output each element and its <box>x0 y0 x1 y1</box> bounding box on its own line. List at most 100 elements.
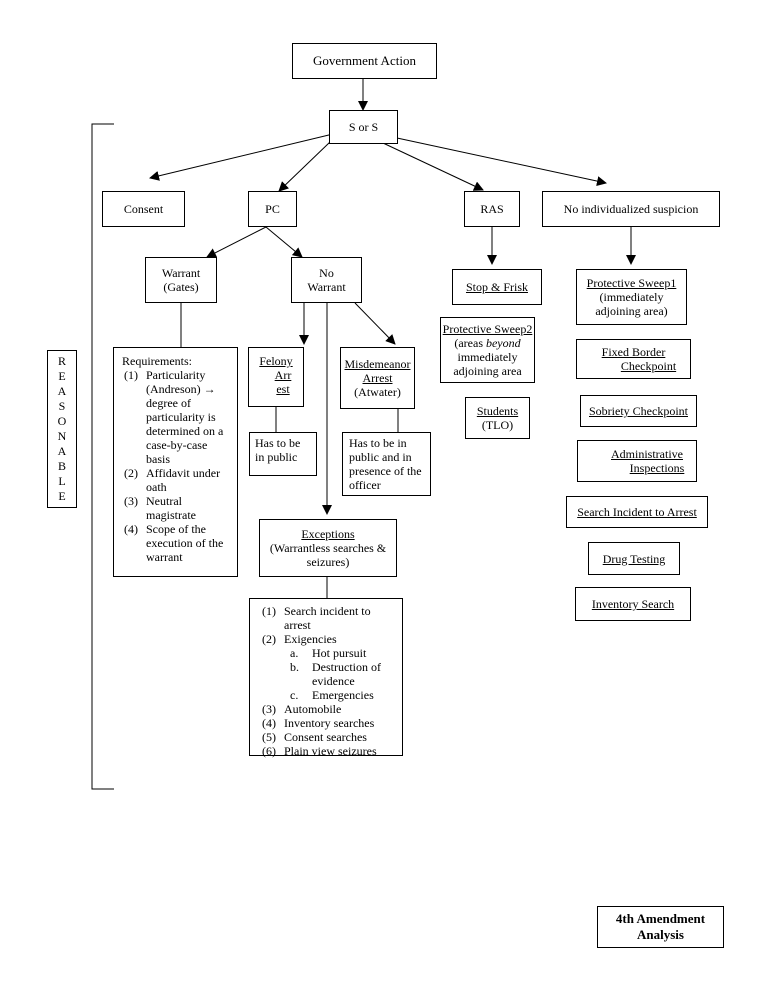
exception-item-text: Search incident to arrest <box>284 604 371 632</box>
requirements-list: (1) Particularity (Andreson) → degree of … <box>122 368 231 564</box>
protective-sweep2-areas: (areas beyond <box>454 336 520 350</box>
exigency-item: c. Emergencies <box>290 688 396 702</box>
requirements-heading: Requirements: <box>122 354 192 368</box>
stop-frisk-node: Stop & Frisk <box>452 269 542 305</box>
stop-frisk-label: Stop & Frisk <box>465 280 528 294</box>
exception-item: (2)Exigencies <box>262 632 396 646</box>
inventory-search-node: Inventory Search <box>575 587 691 621</box>
misdemeanor-note-box: Has to be in public and in presence of t… <box>342 432 431 496</box>
pc-node: PC <box>248 191 297 227</box>
reasonable-letter: N <box>57 429 67 443</box>
administrative-inspections-node: Administrative Inspections <box>577 440 697 482</box>
exception-item: (6) Plain view seizures <box>262 744 396 758</box>
exigency-item-text: Hot pursuit <box>312 646 367 660</box>
consent-node: Consent <box>102 191 185 227</box>
reasonable-letter: L <box>58 474 66 488</box>
diagram-title-line2: Analysis <box>637 927 684 942</box>
no-suspicion-node: No individualized suspicion <box>542 191 720 227</box>
arrow-pc-nowarrant <box>265 226 303 258</box>
reasonable-letter: E <box>58 489 66 503</box>
exigency-item-letter: c. <box>290 688 299 702</box>
arrow-pc-warrant <box>206 226 267 258</box>
exception-item-text: Exigencies <box>284 632 337 646</box>
no-warrant-label-line1: No <box>319 266 334 280</box>
protective-sweep1-sub: (immediately adjoining area) <box>595 290 668 318</box>
exigency-item-text: Destruction of evidence <box>312 660 381 688</box>
reasonable-letter: E <box>58 369 66 383</box>
arrow-sors-ras <box>382 142 484 191</box>
no-suspicion-label: No individualized suspicion <box>563 202 699 216</box>
arrow-sors-pc <box>278 141 331 192</box>
students-sub: (TLO) <box>481 418 514 432</box>
drug-testing-label: Drug Testing <box>602 551 666 566</box>
exception-item: (3)Automobile <box>262 702 396 716</box>
exigency-item-letter: a. <box>290 646 299 660</box>
exigency-item: b.Destruction of evidence <box>290 660 396 688</box>
felony-arrest-line2: Arr <box>274 368 292 382</box>
exception-item-number: (1) <box>262 604 276 618</box>
protective-sweep1-node: Protective Sweep1 (immediately adjoining… <box>576 269 687 325</box>
misdemeanor-note-text: Has to be in public and in presence of t… <box>349 436 422 492</box>
exceptions-list-bottom: (3)Automobile(4) Inventory searches(5)Con… <box>260 702 396 758</box>
government-action-label: Government Action <box>313 53 416 68</box>
exigency-item-text: Emergencies <box>312 688 374 702</box>
requirement-item-number: (2) <box>124 466 138 480</box>
reasonable-bracket <box>91 123 114 790</box>
exception-item-number: (5) <box>262 730 276 744</box>
fixed-border-label: Fixed Border <box>601 345 666 359</box>
search-incident-label: Search Incident to Arrest <box>577 505 697 519</box>
reasonable-letter: S <box>58 399 66 413</box>
protective-sweep2-open: (areas <box>454 336 483 350</box>
inspections-label: Inspections <box>629 461 685 475</box>
requirement-item-number: (3) <box>124 494 138 508</box>
sobriety-checkpoint-node: Sobriety Checkpoint <box>580 395 697 427</box>
misdemeanor-case-label: (Atwater) <box>354 385 401 399</box>
felony-label: Felony <box>259 354 293 368</box>
requirement-item-number: (1) <box>124 368 138 382</box>
ras-node: RAS <box>464 191 520 227</box>
requirement-item-text: Particularity (Andreson) → degree of par… <box>146 368 224 466</box>
no-warrant-node: No Warrant <box>291 257 362 303</box>
protective-sweep2-beyond: beyond <box>485 336 521 350</box>
protective-sweep2-node: Protective Sweep2 (areas beyond immediat… <box>440 317 535 383</box>
requirement-item: (2)Affidavit under oath <box>124 466 231 494</box>
inventory-search-label: Inventory Search <box>591 597 675 611</box>
requirement-item-text: Scope of the execution of the warrant <box>146 522 224 564</box>
reasonable-letter: B <box>57 459 66 473</box>
felony-arrest-node: Felony Arr est <box>248 347 304 407</box>
exceptions-node: Exceptions (Warrantless searches & seizu… <box>259 519 397 577</box>
search-incident-node: Search Incident to Arrest <box>566 496 708 528</box>
exception-item-text: Automobile <box>284 702 342 716</box>
exceptions-list-top: (1) Search incident to arrest(2)Exigencie… <box>260 604 396 646</box>
protective-sweep2-title: Protective Sweep2 <box>442 322 533 336</box>
requirement-item: (3) Neutral magistrate <box>124 494 231 522</box>
s-or-s-label: S or S <box>348 120 379 134</box>
requirement-item: (4) Scope of the execution of the warrant <box>124 522 231 564</box>
reasonable-letter: O <box>57 414 67 428</box>
drug-testing-node: Drug Testing <box>588 542 680 575</box>
requirement-item: (1) Particularity (Andreson) → degree of … <box>124 368 231 466</box>
ras-label: RAS <box>480 202 504 216</box>
reasonable-letter: R <box>57 354 66 368</box>
felony-note-text: Has to be in public <box>255 436 301 464</box>
exception-item-number: (4) <box>262 716 276 730</box>
exception-item-number: (6) <box>262 744 276 758</box>
exception-item-text: Plain view seizures <box>284 744 377 758</box>
requirement-item-text: Neutral magistrate <box>146 494 196 522</box>
arrow-sors-nosusp <box>396 137 607 186</box>
exigency-item: a. Hot pursuit <box>290 646 396 660</box>
diagram-title-box: 4th Amendment Analysis <box>597 906 724 948</box>
misdemeanor-arrest-label: Arrest <box>362 371 393 385</box>
warrant-case-label: (Gates) <box>163 280 199 294</box>
fixed-border-checkpoint-label: Checkpoint <box>620 359 677 373</box>
exception-item-text: Inventory searches <box>284 716 375 730</box>
requirement-item-number: (4) <box>124 522 138 536</box>
exceptions-title: Exceptions <box>301 527 355 541</box>
felony-arrest-line3: est <box>276 382 290 396</box>
pc-label: PC <box>265 202 280 216</box>
felony-note-box: Has to be in public <box>249 432 317 476</box>
government-action-node: Government Action <box>292 43 437 79</box>
exception-item: (5)Consent searches <box>262 730 396 744</box>
warrant-node: Warrant (Gates) <box>145 257 217 303</box>
